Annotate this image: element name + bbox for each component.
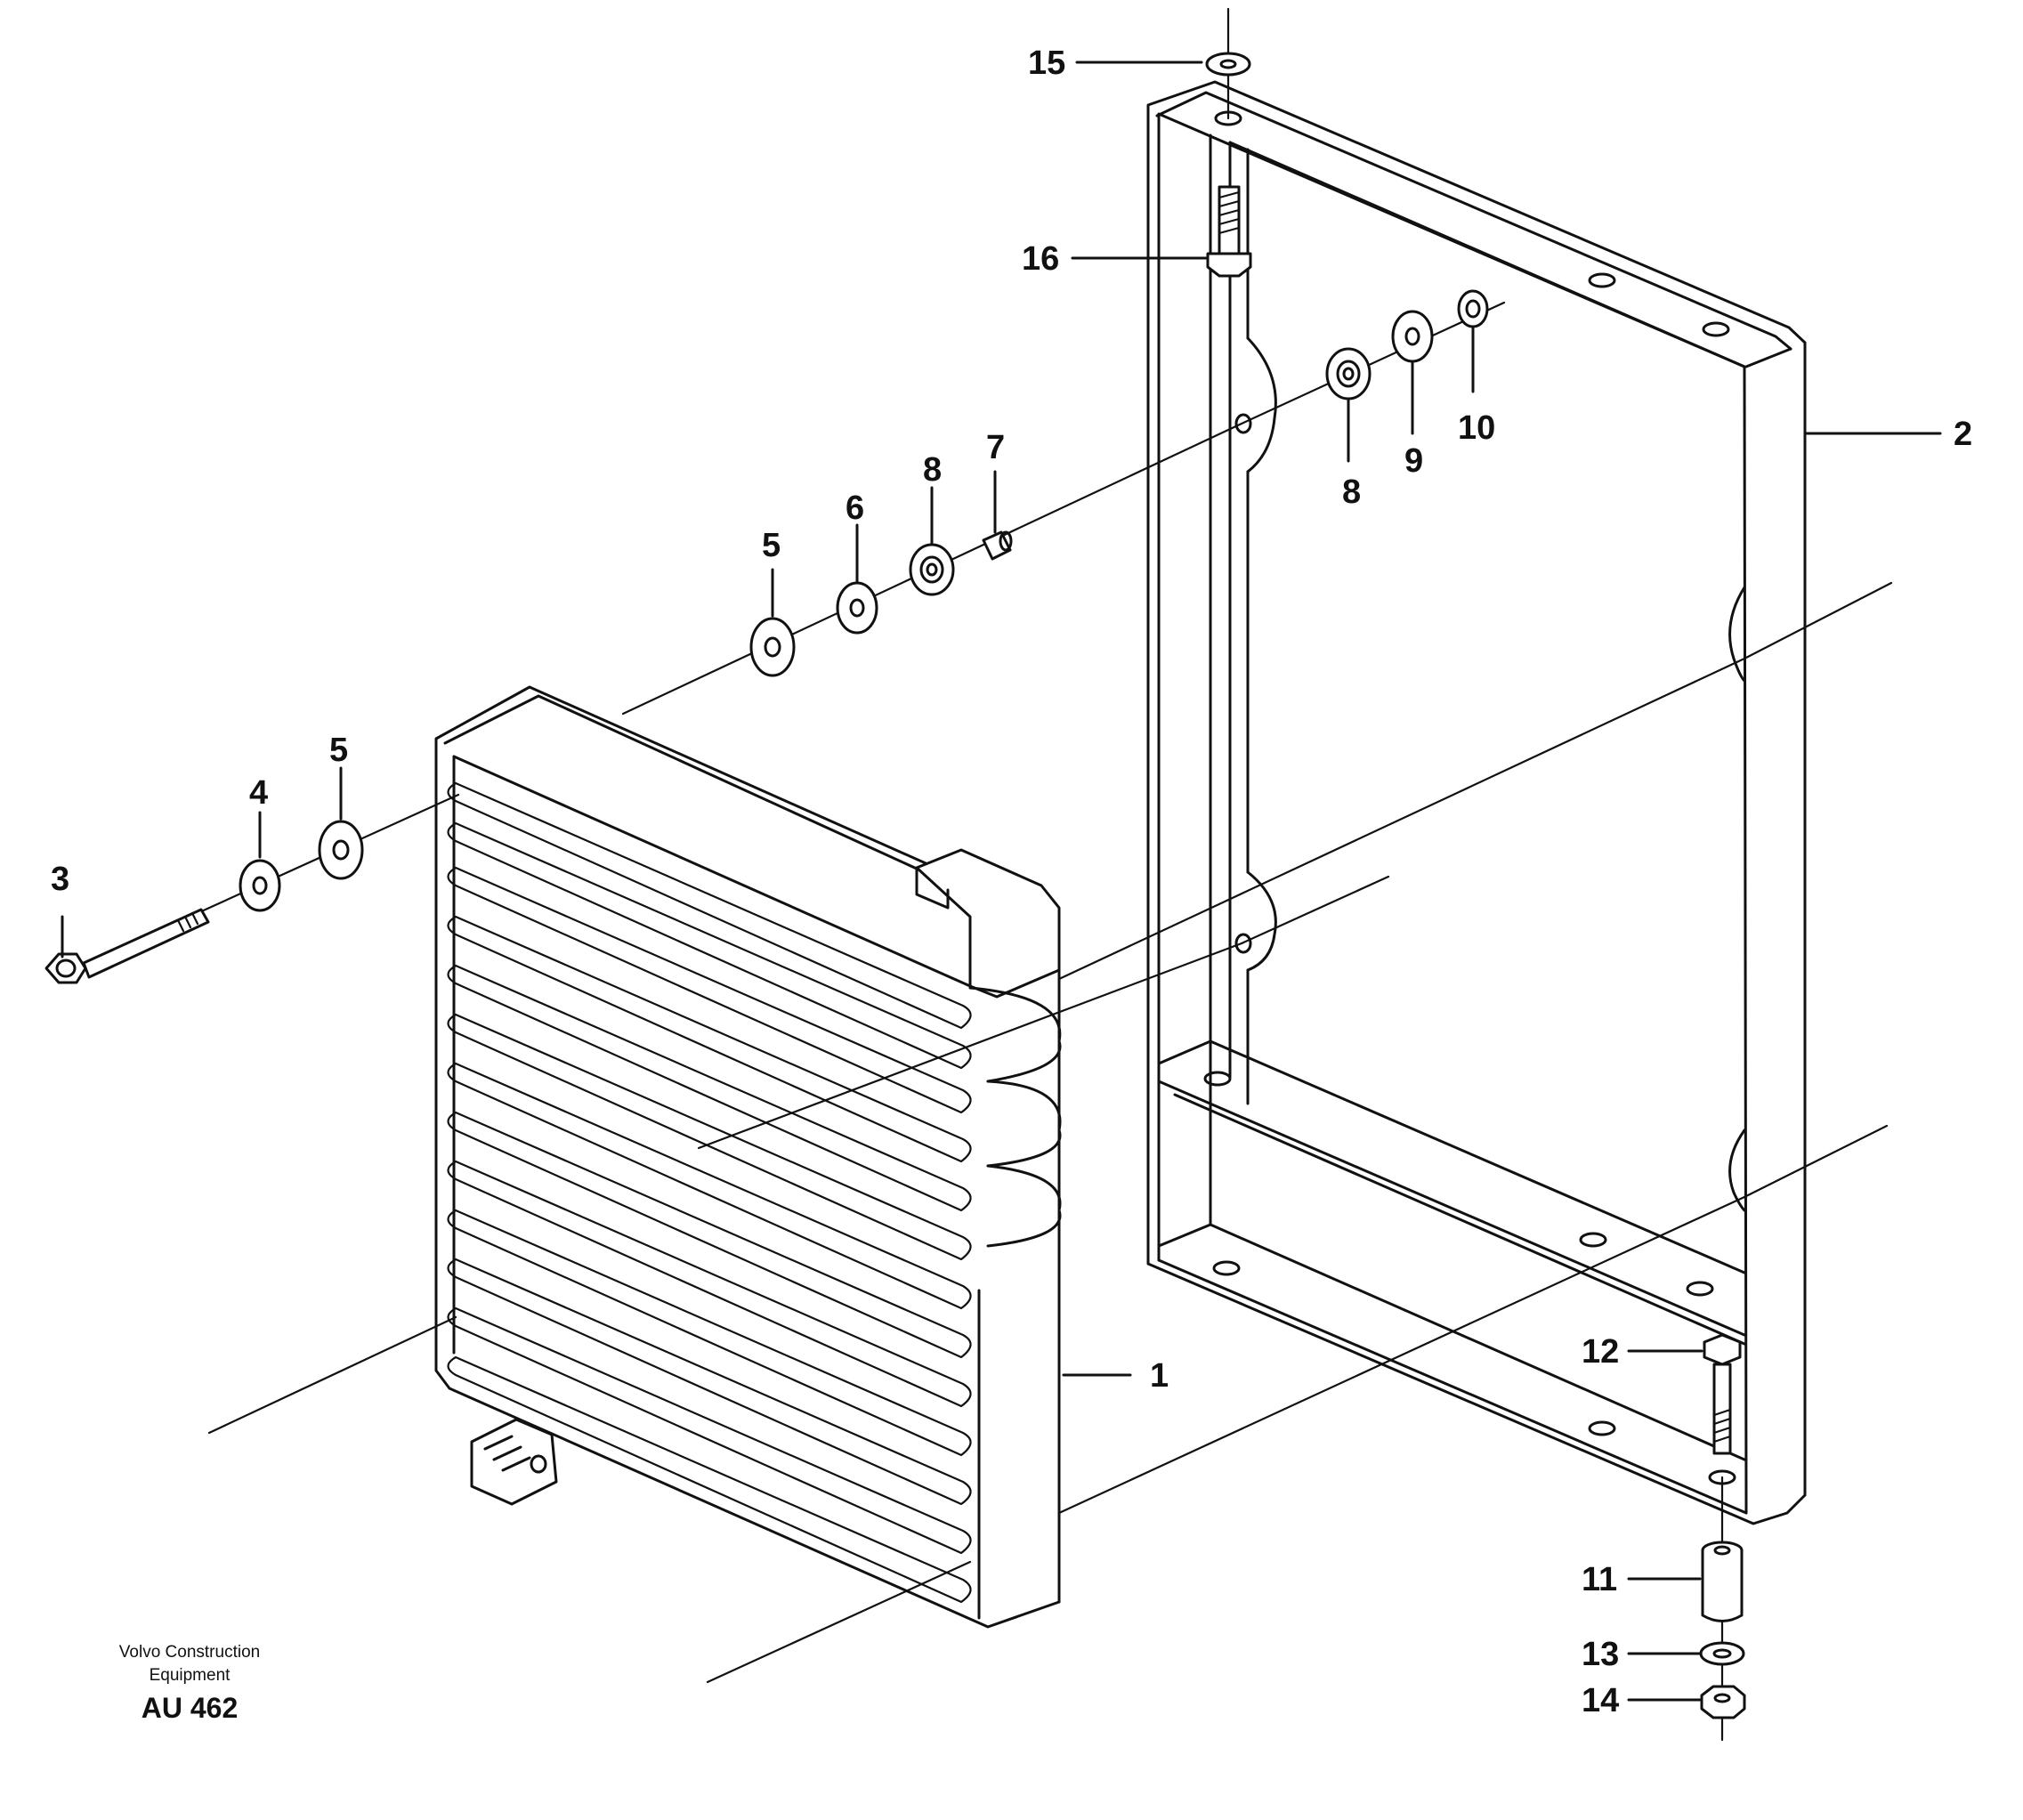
nut-10 xyxy=(1457,289,1489,328)
stud-16 xyxy=(1206,185,1252,278)
callout-11-label: 11 xyxy=(1582,1561,1617,1598)
cooling-fins xyxy=(447,781,972,1604)
callout-4-label: 4 xyxy=(249,774,268,812)
caption-company-line1: Volvo Construction xyxy=(119,1643,260,1662)
callout-2-label: 2 xyxy=(1954,416,1972,453)
washer-15 xyxy=(1205,52,1251,77)
callout-13-label: 13 xyxy=(1582,1636,1619,1673)
control-unit-housing xyxy=(434,685,1062,1629)
callout-1-label: 1 xyxy=(1150,1357,1169,1395)
callout-5a-label: 5 xyxy=(329,732,348,769)
callout-12-label: 12 xyxy=(1582,1333,1619,1371)
washer-13 xyxy=(1699,1641,1745,1666)
callout-14-label: 14 xyxy=(1582,1682,1619,1719)
washer-5b xyxy=(749,617,796,677)
washer-9 xyxy=(1391,310,1434,363)
callout-7-label: 7 xyxy=(986,429,1005,466)
washer-4 xyxy=(239,859,281,912)
caption-company-line2: Equipment xyxy=(150,1666,231,1685)
figure-caption: Volvo Construction Equipment AU 462 xyxy=(119,1643,260,1724)
washer-5a xyxy=(318,820,364,880)
fasteners xyxy=(45,52,1746,1719)
callout-8a-label: 8 xyxy=(923,451,942,489)
spacer-7 xyxy=(982,530,1013,561)
callout-16-label: 16 xyxy=(1022,240,1059,278)
mounting-frame xyxy=(1146,80,1807,1525)
callout-10-label: 10 xyxy=(1458,409,1495,447)
spacer-11 xyxy=(1701,1541,1744,1622)
callout-8b-label: 8 xyxy=(1342,473,1361,511)
bolt-3 xyxy=(45,908,210,984)
caption-figure-code: AU 462 xyxy=(142,1692,239,1724)
callout-5b-label: 5 xyxy=(762,527,781,564)
callout-labels: 15 16 2 10 9 8 7 8 6 5 5 4 3 1 12 11 13 … xyxy=(51,44,1972,1719)
leader-lines xyxy=(61,61,1942,1702)
bolt-12 xyxy=(1703,1333,1742,1455)
grommet-8b xyxy=(1325,347,1372,400)
callout-3-label: 3 xyxy=(51,861,69,898)
callout-9-label: 9 xyxy=(1404,442,1423,480)
callout-6-label: 6 xyxy=(846,489,864,527)
callout-15-label: 15 xyxy=(1028,44,1065,82)
washer-6 xyxy=(836,581,878,635)
grommet-8a xyxy=(909,543,955,596)
nut-14 xyxy=(1700,1685,1746,1719)
